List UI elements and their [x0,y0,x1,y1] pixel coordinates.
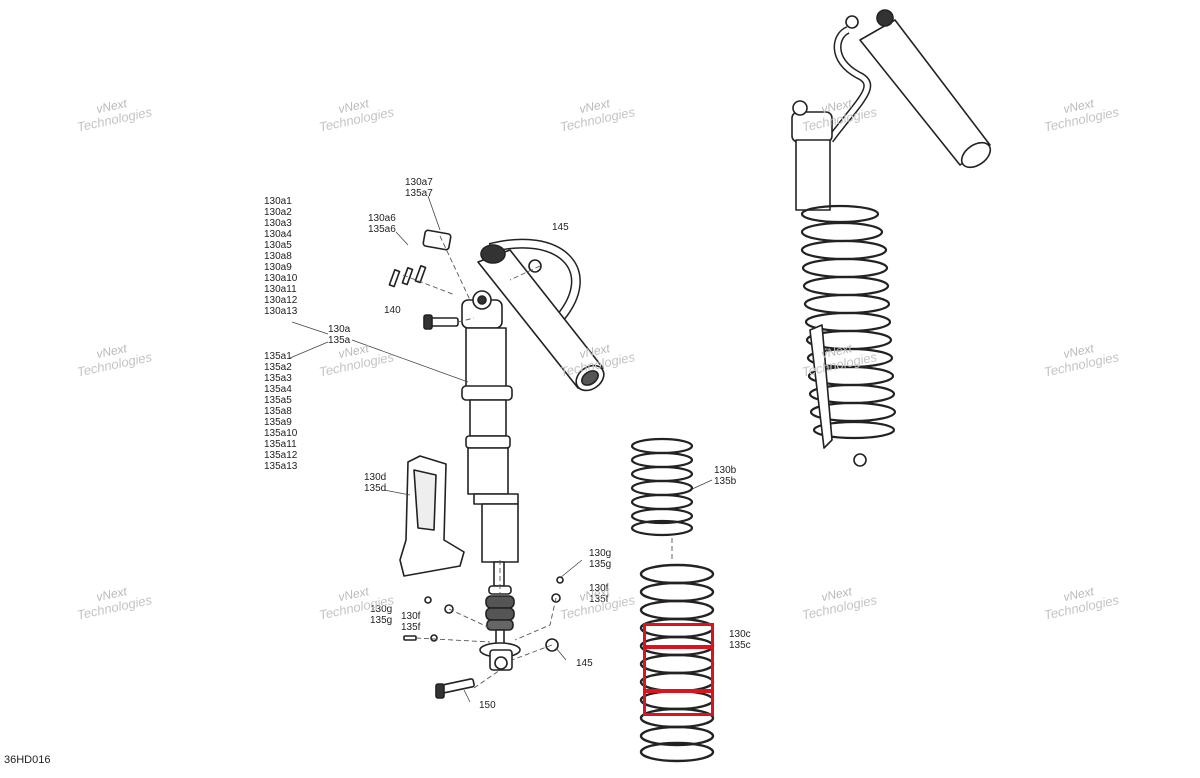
callout-140[interactable]: 140 [384,305,401,316]
callout-135a-list[interactable]: 135a1 135a2 135a3 135a4 135a5 135a8 135a… [264,351,298,472]
callout-130f-left[interactable]: 130f 135f [401,611,421,633]
callout-130g-right[interactable]: 130g 135g [589,548,612,570]
spring-lower [639,563,715,763]
shock-absorber-exploded [388,229,605,699]
highlight-box-spring-middle[interactable] [643,645,714,693]
callout-130g-left[interactable]: 130g 135g [370,604,393,626]
highlight-box-spring-bottom[interactable] [643,689,714,716]
callout-130d[interactable]: 130d 135d [364,472,387,494]
callout-130a7[interactable]: 130a7 135a7 [405,177,433,199]
callout-130f-right[interactable]: 130f 135f [589,583,609,605]
diagram-reference-code: 36HD016 [4,754,51,766]
callout-145-top[interactable]: 145 [552,222,569,233]
spring-upper [630,437,694,537]
callout-130a[interactable]: 130a 135a [328,324,351,346]
callout-150[interactable]: 150 [479,700,496,711]
shock-absorber-assembled [791,9,992,467]
callout-130b[interactable]: 130b 135b [714,465,737,487]
callout-130a-list[interactable]: 130a1 130a2 130a3 130a4 130a5 130a8 130a… [264,196,298,317]
callout-145-bottom[interactable]: 145 [576,658,593,669]
callout-130a6[interactable]: 130a6 135a6 [368,213,396,235]
callout-130c[interactable]: 130c 135c [729,629,751,651]
